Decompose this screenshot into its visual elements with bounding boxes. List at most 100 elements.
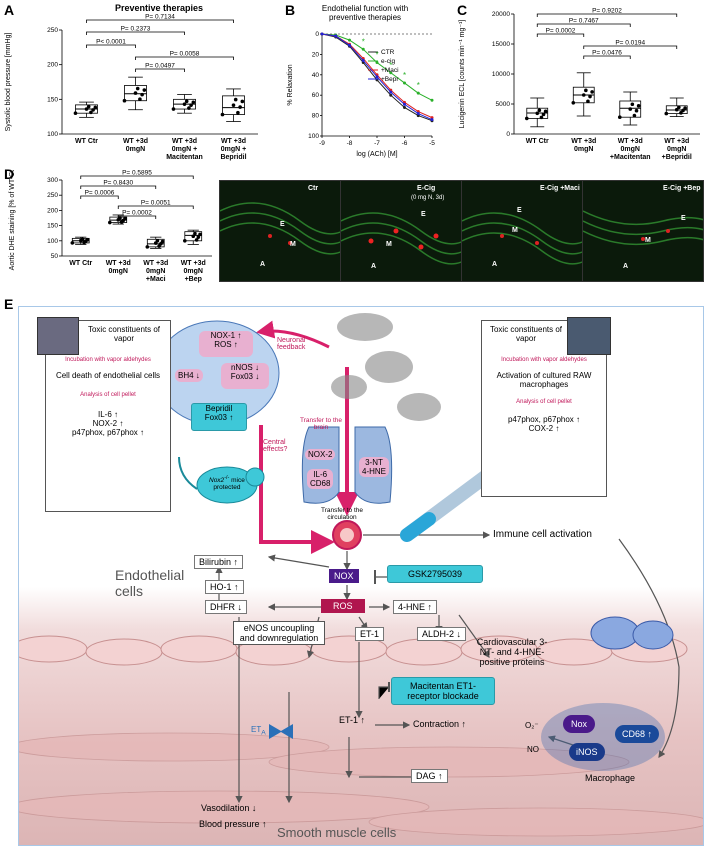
data-point <box>238 105 242 109</box>
transfer-brain-label: Transfer to the brain <box>299 417 343 431</box>
central-effects-label: Central effects? <box>263 439 288 453</box>
data-point <box>586 99 590 104</box>
legend-entry: e-cig <box>381 58 395 65</box>
p-value-bracket <box>80 195 119 199</box>
data-point <box>674 107 679 112</box>
data-point <box>91 108 95 112</box>
x-tick-label: -6 <box>402 140 408 147</box>
et1-up-label: ET-1 ↑ <box>339 715 366 725</box>
dhe-title-ecig: E-Cig <box>417 185 436 192</box>
data-point <box>198 232 202 237</box>
p-value-label: P= 0.5895 <box>122 170 152 177</box>
x-tick-label: 0mgN <box>184 268 203 275</box>
left-vapor-box: Toxic constituents of vapor Incubation w… <box>45 320 171 512</box>
data-point <box>184 99 189 104</box>
eta-label: ETA <box>251 725 266 737</box>
brain-nnos: nNOS ↓ <box>230 363 259 372</box>
right-result2: COX-2 ↑ <box>528 424 560 433</box>
data-point <box>630 102 635 107</box>
brain-nos-fox-box: nNOS ↓ Fox03 ↓ <box>221 363 269 389</box>
dhe-e-ecig: E <box>421 211 426 218</box>
data-point <box>664 111 669 116</box>
y-tick-label: 20 <box>312 51 320 58</box>
data-point <box>78 238 83 243</box>
dhe-image-bep: E-Cig +Bep E M A <box>582 180 704 282</box>
x-tick-label: +Bepridil <box>662 154 692 161</box>
p-value-bracket <box>536 23 631 27</box>
p-value-label: P< 0.0001 <box>96 39 126 46</box>
significance-star: * <box>417 81 420 90</box>
series-point <box>348 43 351 47</box>
bepridil-label: Bepridil <box>205 404 233 413</box>
p-value-bracket <box>86 19 234 23</box>
transfer-circ-label: Transfer to the circulation <box>320 507 364 521</box>
x-tick-label: 0mgN <box>667 146 686 153</box>
y-tick-label: 0 <box>315 31 319 38</box>
mouse-nox2: Nox2 <box>209 477 225 485</box>
eta-text: ET <box>251 725 262 734</box>
o2-label: O₂⁻ <box>525 721 539 730</box>
x-tick-label: Macitentan <box>166 154 203 161</box>
x-tick-label: WT +3d <box>221 138 246 145</box>
x-tick-label: 0mgN <box>574 146 593 153</box>
y-tick-label: 20000 <box>492 11 510 18</box>
data-point <box>171 107 176 111</box>
dhe-e-ctr: E <box>280 221 285 228</box>
y-tick-label: 50 <box>51 253 59 260</box>
data-point <box>84 107 89 111</box>
mouse-mice: mice <box>231 477 245 485</box>
dhe-a-ecig: A <box>371 263 377 270</box>
macrophage-label: Macrophage <box>585 773 636 783</box>
data-point <box>590 90 594 94</box>
aldh-node: ALDH-2 ↓ <box>417 627 467 641</box>
data-point <box>189 103 193 107</box>
data-point <box>535 111 540 116</box>
lung-hne: 4-HNE <box>362 467 387 476</box>
p-value-bracket <box>80 185 157 189</box>
bp-label: Blood pressure ↑ <box>199 819 267 829</box>
data-point <box>183 239 187 243</box>
panel-a-label: A <box>4 2 15 18</box>
series-point <box>389 71 393 75</box>
panel-d-label: D <box>4 166 15 182</box>
x-tick-label: WT +3d <box>664 138 689 145</box>
x-tick-label: WT Ctr <box>526 138 549 145</box>
data-point <box>108 220 112 225</box>
data-point <box>541 112 546 117</box>
series-point <box>430 118 434 122</box>
ho1-node: HO-1 ↑ <box>205 580 244 594</box>
data-point <box>82 240 86 245</box>
panel-a-title: Preventive therapies <box>115 3 204 13</box>
p-value-label: P= 0.0051 <box>141 200 171 207</box>
y-tick-label: 0 <box>506 131 510 138</box>
vaso-label: Vasodilation ↓ <box>201 803 257 813</box>
data-point <box>138 97 142 101</box>
brain-ros: ROS ↑ <box>214 340 238 349</box>
data-point <box>191 234 196 239</box>
macitentan-node: Macitentan ET1- receptor blockade <box>391 677 495 705</box>
right-vapor-title: Toxic constituents of vapor <box>489 325 563 343</box>
mouse-ko: -/- <box>224 475 230 481</box>
p-value-label: P= 0.7467 <box>569 18 599 25</box>
cardio-node: Cardiovascular 3-NT- and 4-HNE- positive… <box>476 637 548 667</box>
panel-b-title: Endothelial function with preventive the… <box>321 4 409 22</box>
x-tick-label: 0mgN <box>126 146 145 153</box>
y-tick-label: 300 <box>47 177 58 184</box>
series-line <box>321 33 433 101</box>
significance-star: * <box>375 51 378 60</box>
data-point <box>86 104 91 109</box>
enos-line2: and downregulation <box>239 633 319 643</box>
dhe-sub-ecig: (0 mg N, 3d) <box>411 195 445 201</box>
dhfr-node: DHFR ↓ <box>205 600 247 614</box>
data-point <box>617 115 622 119</box>
data-point <box>632 113 637 118</box>
series-point <box>348 38 351 42</box>
y-tick-label: 250 <box>47 27 58 34</box>
data-point <box>571 101 576 105</box>
left-result3: p47phox, p67phox ↑ <box>71 428 145 437</box>
contraction-label: Contraction ↑ <box>413 719 467 729</box>
p-value-bracket <box>86 44 136 48</box>
right-vapor-box: Toxic constituents of vapor Incubation w… <box>481 320 607 497</box>
mac-nox-node: Nox <box>563 715 596 733</box>
